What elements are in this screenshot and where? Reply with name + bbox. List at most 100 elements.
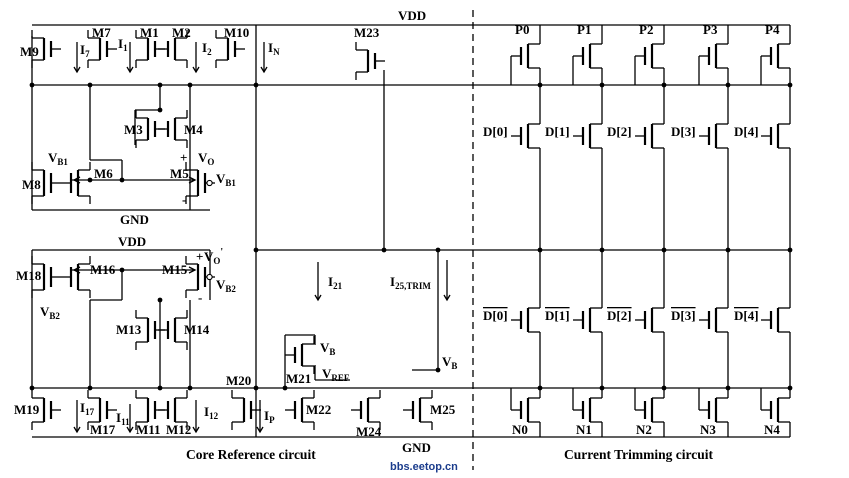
m23-symbol	[355, 42, 385, 80]
d1-label: D[1]	[545, 124, 570, 139]
junction-dot	[187, 385, 193, 391]
d4-bar-label: D[4]	[734, 308, 759, 323]
junction-dot	[157, 82, 163, 88]
junction-dot	[787, 82, 793, 88]
i2-arrow	[192, 42, 200, 74]
junction-dot	[87, 177, 93, 183]
i25-arrow	[443, 260, 451, 302]
junction-dot	[119, 177, 125, 183]
m22-symbol	[285, 390, 315, 430]
d1-bar-label: D[1]	[545, 308, 570, 323]
n1-switch-symbol	[573, 390, 603, 430]
junction-dot	[253, 82, 259, 88]
junction-dot	[661, 82, 667, 88]
vo-label: VO	[198, 150, 214, 167]
m21-label: M21	[286, 371, 311, 386]
d3-label: D[3]	[671, 124, 696, 139]
n0-label: N0	[512, 422, 528, 437]
in-label: IN	[268, 40, 280, 57]
d3-bar-label: D[3]	[671, 308, 696, 323]
m5-label: M5	[170, 166, 189, 181]
i12-label: I12	[204, 404, 219, 421]
junction-dot	[599, 385, 605, 391]
trim-column-3-wires	[698, 25, 729, 437]
junction-dot	[725, 247, 731, 253]
junction-dot	[29, 385, 35, 391]
m22-label: M22	[306, 402, 331, 417]
m4-label: M4	[184, 122, 203, 137]
m7-label: M7	[92, 25, 111, 40]
m3-label: M3	[124, 122, 143, 137]
junction-dot	[29, 82, 35, 88]
trim-column-1-wires	[572, 25, 603, 437]
junction-dot	[282, 385, 288, 391]
p3-switch-symbol	[699, 36, 729, 76]
m10-symbol	[215, 30, 245, 68]
p2-switch-symbol	[635, 36, 665, 76]
junction-dot	[599, 247, 605, 253]
ip-label: IP	[264, 408, 275, 425]
m7-symbol	[87, 30, 117, 68]
d2-switch-symbol	[635, 116, 665, 156]
m25-label: M25	[430, 402, 456, 417]
m2-symbol	[158, 30, 188, 68]
m14-symbol	[158, 310, 188, 350]
p0-label: P0	[515, 22, 529, 37]
junction-dot	[87, 385, 93, 391]
m4-symbol	[158, 110, 188, 148]
p3-label: P3	[703, 22, 718, 37]
m18-label: M18	[16, 268, 42, 283]
d3-switch-symbol	[699, 116, 729, 156]
vop-minus: -	[198, 290, 202, 305]
junction-dot	[435, 247, 441, 253]
node-labels: VB1 VB1 VB2 VB2 + VO - + VO' - VB VB VRE…	[40, 150, 457, 383]
p0-switch-symbol	[511, 36, 541, 76]
vb1-label-right: VB1	[216, 171, 236, 188]
junction-dot	[435, 367, 441, 373]
trim-caption: Current Trimming circuit	[564, 447, 713, 462]
m16-symbol	[61, 256, 91, 298]
gnd-bottom-label: GND	[402, 440, 431, 455]
vb2-label-right: VB2	[216, 277, 236, 294]
d2-bar-label: D[2]	[607, 308, 632, 323]
m23-label: M23	[354, 25, 380, 40]
n4-label: N4	[764, 422, 780, 437]
m20-symbol	[231, 390, 261, 430]
dbar3-switch-symbol	[699, 300, 729, 340]
d2-label: D[2]	[607, 124, 632, 139]
vref-label: VREF	[322, 366, 350, 383]
m1-label: M1	[140, 25, 159, 40]
junction-dot	[725, 385, 731, 391]
m9-symbol	[31, 30, 61, 68]
junction-dot	[537, 385, 543, 391]
junction-dot	[157, 107, 163, 113]
junction-dot	[87, 82, 93, 88]
dbar0-switch-symbol	[511, 300, 541, 340]
i1-label: I1	[118, 36, 128, 53]
vop-plus: +	[196, 249, 203, 264]
d0-label: D[0]	[483, 124, 508, 139]
n4-switch-symbol	[761, 390, 791, 430]
m15-label: M15	[162, 262, 188, 277]
junction-dot	[725, 82, 731, 88]
i11-arrow	[126, 404, 134, 434]
vo-minus: -	[182, 192, 186, 207]
m2-label: M2	[172, 25, 191, 40]
i25-trim-label: I25,TRIM	[390, 274, 431, 291]
vdd-top-label: VDD	[398, 8, 426, 23]
n3-switch-symbol	[699, 390, 729, 430]
p4-label: P4	[765, 22, 780, 37]
p2-label: P2	[639, 22, 653, 37]
trim-column-2-wires	[634, 25, 665, 437]
vo-plus: +	[180, 150, 187, 165]
vb2-bidirectional-arrow	[72, 266, 197, 274]
upper-bias-block	[31, 36, 210, 211]
watermark: bbs.eetop.cn	[390, 461, 458, 473]
i11-label: I11	[116, 410, 130, 427]
m14-label: M14	[184, 322, 210, 337]
in-arrow	[260, 42, 268, 74]
m17-label: M17	[90, 422, 116, 437]
m6-symbol	[61, 162, 91, 204]
m13-label: M13	[116, 322, 142, 337]
